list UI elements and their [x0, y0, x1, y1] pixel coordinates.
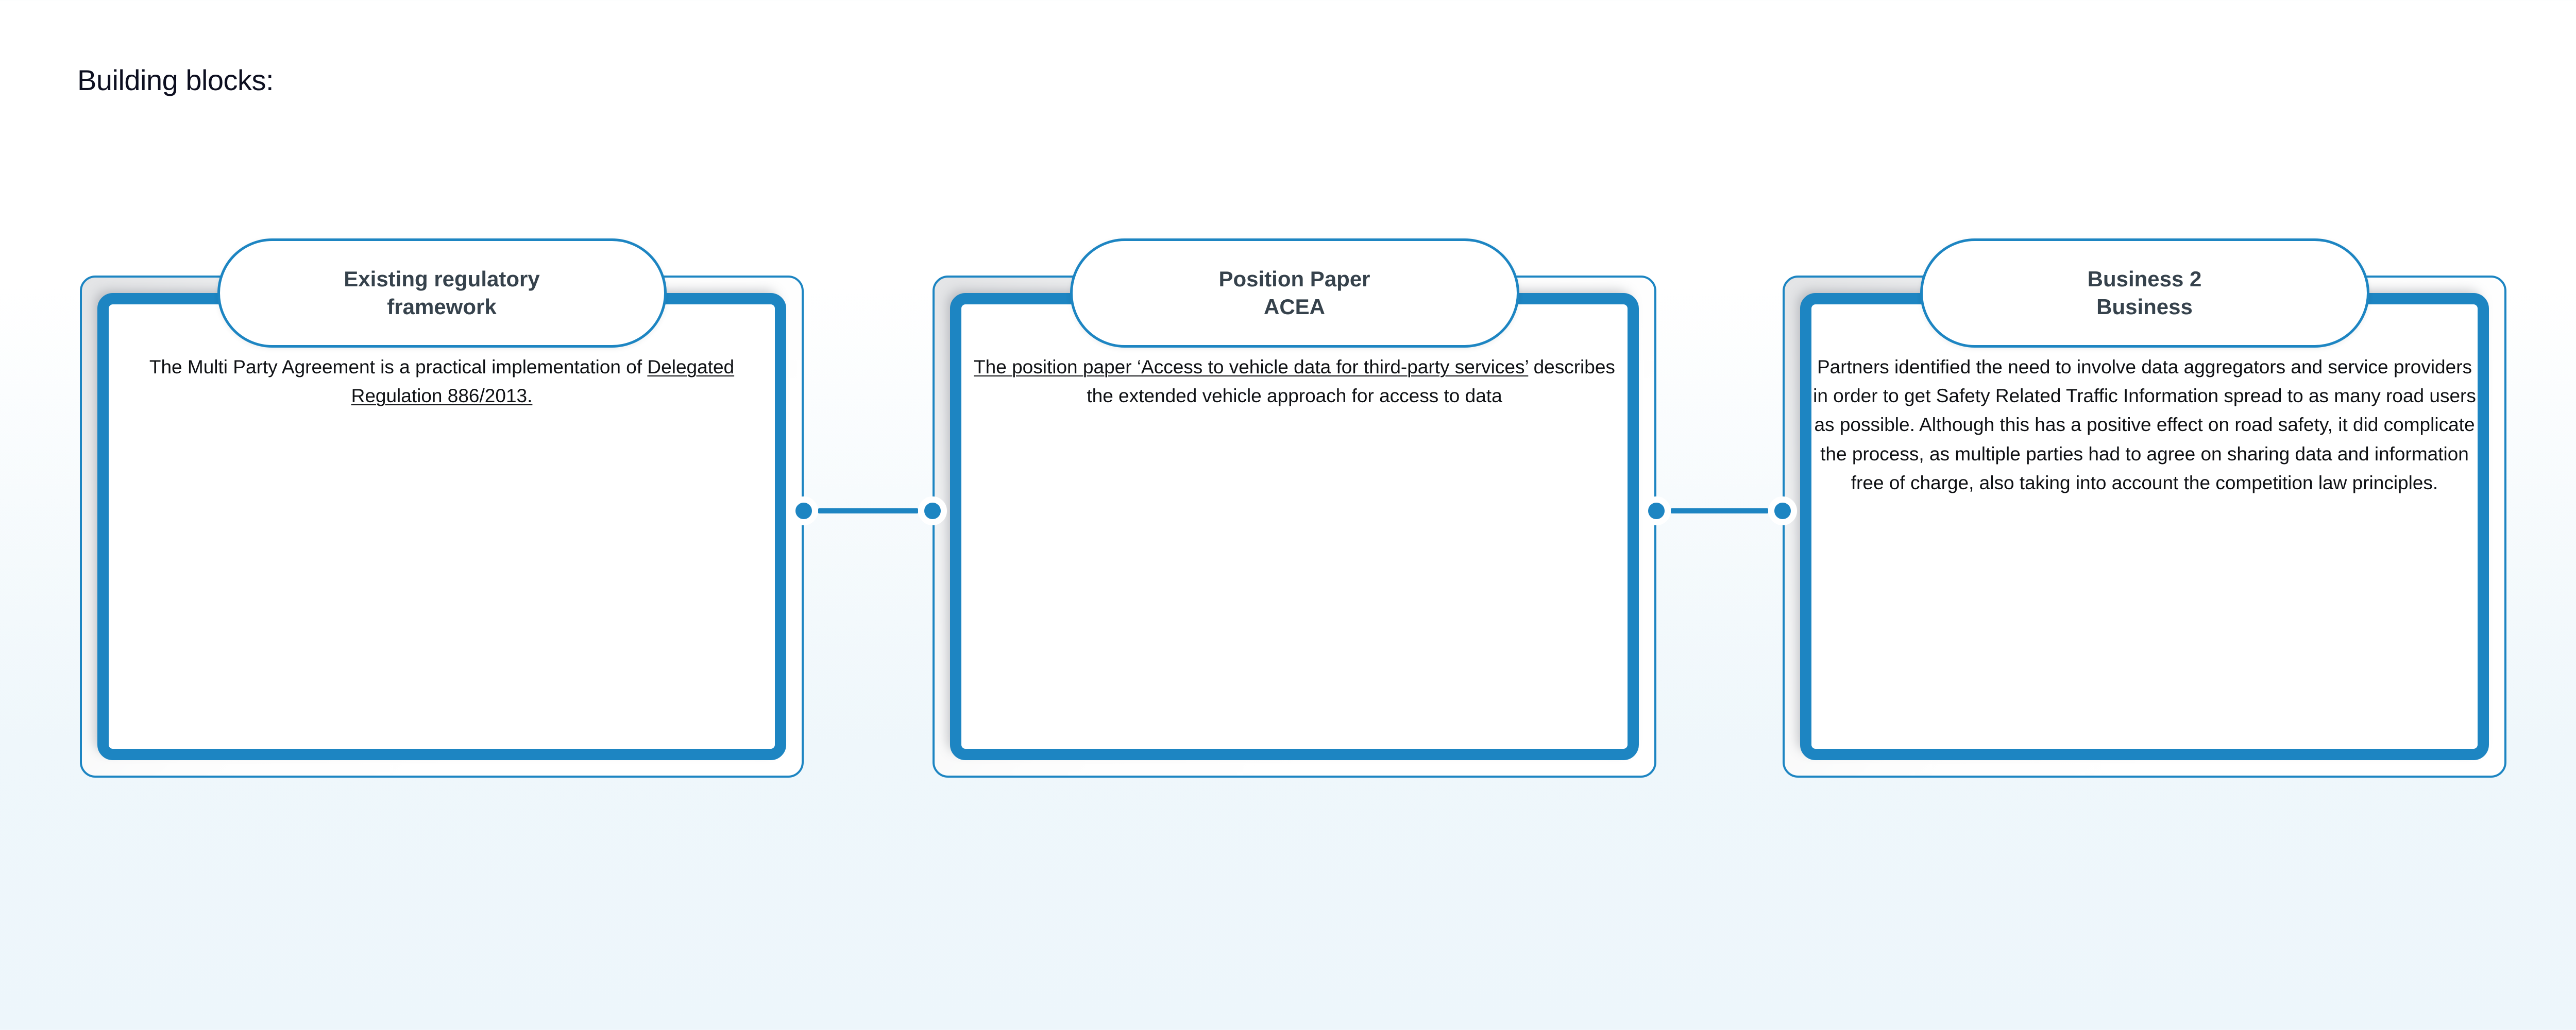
card-2-badge-label: Position Paper ACEA [1218, 267, 1370, 319]
building-block-card-3: Business 2 Business Partners identified … [1783, 238, 2506, 778]
card-inner-frame [97, 293, 786, 760]
card-3-body: Partners identified the need to involve … [1811, 353, 2478, 497]
card-2-body: The position paper ‘Access to vehicle da… [961, 353, 1628, 410]
card-1-body: The Multi Party Agreement is a practical… [109, 353, 775, 410]
card-2-body-suffix: describes the extended vehicle approach … [1087, 356, 1615, 407]
card-1-body-link[interactable]: Delegated Regulation 886/2013. [351, 356, 735, 407]
card-inner-frame [950, 293, 1639, 760]
card-2-badge[interactable]: Position Paper ACEA [1070, 238, 1519, 348]
card-1-body-prefix: The Multi Party Agreement is a practical… [149, 356, 648, 377]
connector-line [1671, 508, 1768, 513]
building-block-card-2: Position Paper ACEA The position paper ‘… [933, 238, 1656, 778]
card-2-body-link[interactable]: The position paper ‘Access to vehicle da… [974, 356, 1529, 377]
connector-dot-left [789, 496, 818, 525]
card-1-badge-label: Existing regulatory framework [344, 267, 540, 319]
card-3-badge[interactable]: Business 2 Business [1920, 238, 2369, 348]
card-3-body-prefix: Partners identified the need to involve … [1813, 356, 2476, 493]
building-block-card-1: Existing regulatory framework The Multi … [80, 238, 804, 778]
page-title: Building blocks: [77, 64, 274, 96]
card-1-badge[interactable]: Existing regulatory framework [217, 238, 667, 348]
connector-dot-right [918, 496, 947, 525]
connector-line [818, 508, 918, 513]
card-3-badge-label: Business 2 Business [2087, 267, 2202, 319]
connector-dot-left [1642, 496, 1671, 525]
connector-dot-right [1768, 496, 1797, 525]
